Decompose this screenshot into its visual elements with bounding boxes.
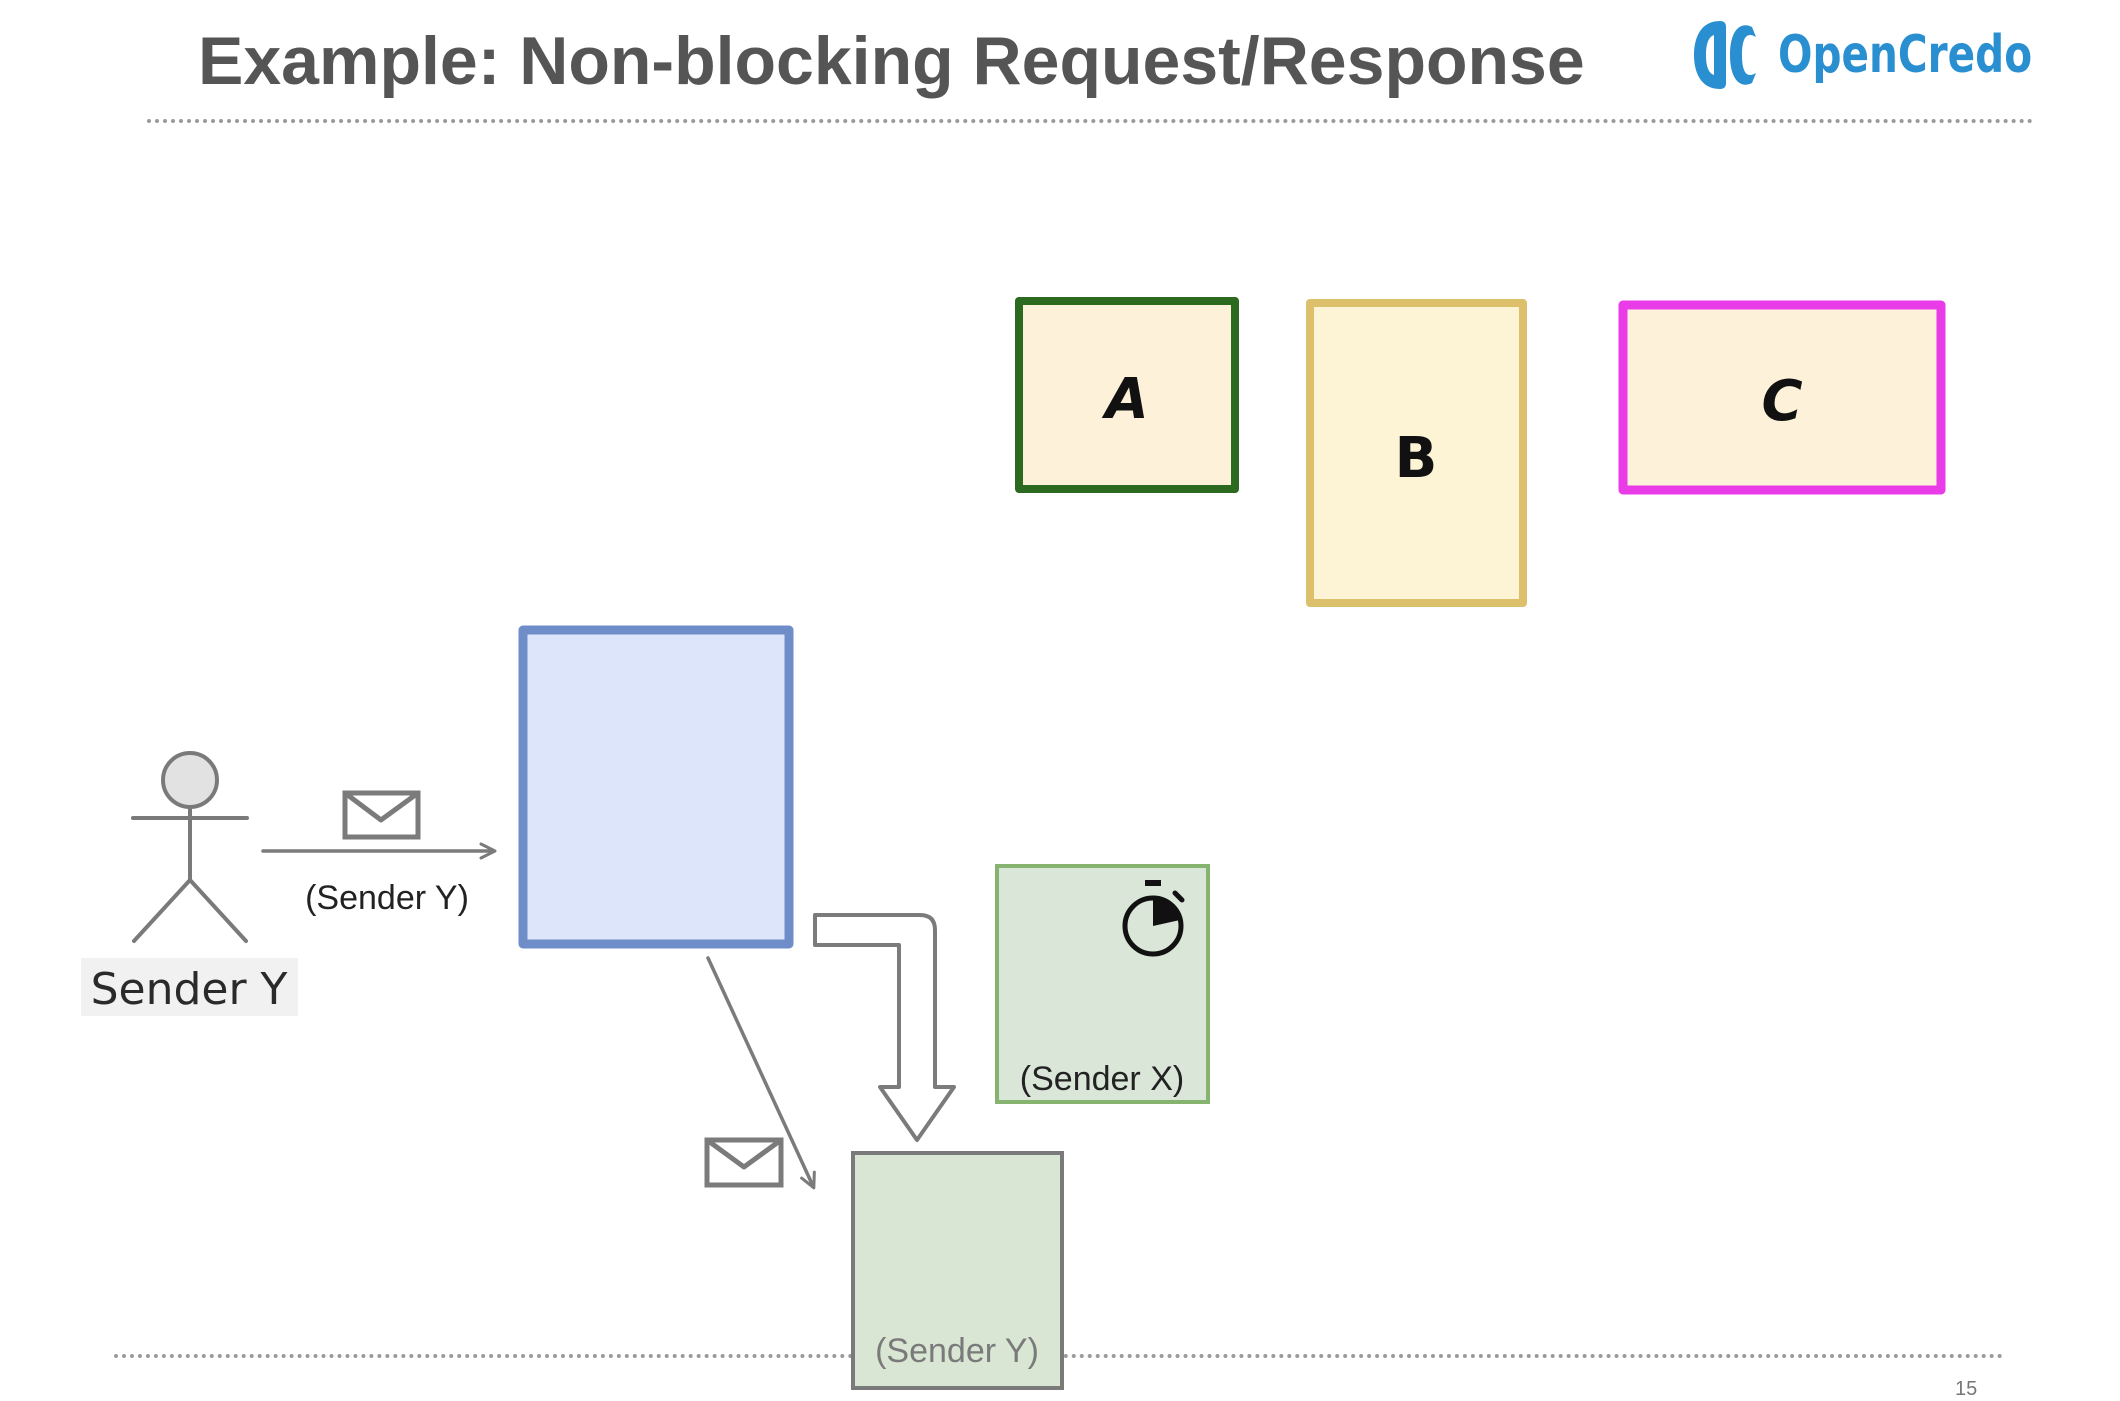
sender-y-reply-node: (Sender Y) — [851, 1151, 1064, 1390]
slide-title: Example: Non-blocking Request/Response — [198, 23, 1585, 99]
node-c: C — [1618, 300, 1946, 495]
node-a-box — [1015, 297, 1239, 493]
sender-y-reply-box — [851, 1151, 1064, 1390]
stick-figure-icon — [131, 751, 249, 943]
request-label: (Sender Y) — [305, 879, 469, 917]
page-number: 15 — [1955, 1378, 1978, 1400]
opencredo-logo-mark-icon — [1694, 21, 1756, 89]
request-envelope-icon — [342, 790, 421, 840]
node-a: A — [1015, 297, 1239, 493]
node-b-label: B — [1395, 426, 1438, 491]
node-c-box — [1618, 300, 1946, 495]
receiver-node — [518, 625, 794, 949]
sender-y-reply-label: (Sender Y) — [875, 1332, 1039, 1370]
node-b: B — [1306, 299, 1527, 607]
actor-label: Sender Y — [91, 964, 288, 1015]
logo-text: OpenCredo — [1778, 25, 2033, 85]
sender-x-label: (Sender X) — [1020, 1060, 1184, 1098]
sender-x-node: (Sender X) — [995, 864, 1210, 1104]
node-a-label: A — [1101, 367, 1148, 432]
reply-arrow — [706, 956, 816, 1190]
opencredo-logo: OpenCredo — [1690, 10, 2104, 100]
node-c-label: C — [1761, 369, 1802, 434]
reply-envelope-icon — [704, 1137, 784, 1188]
actor-label-background — [81, 958, 298, 1016]
stopwatch-icon — [1122, 880, 1185, 957]
node-b-box — [1306, 299, 1527, 607]
receiver-box — [518, 625, 794, 949]
bent-arrow-icon — [813, 913, 956, 1142]
title-divider — [147, 119, 2034, 123]
